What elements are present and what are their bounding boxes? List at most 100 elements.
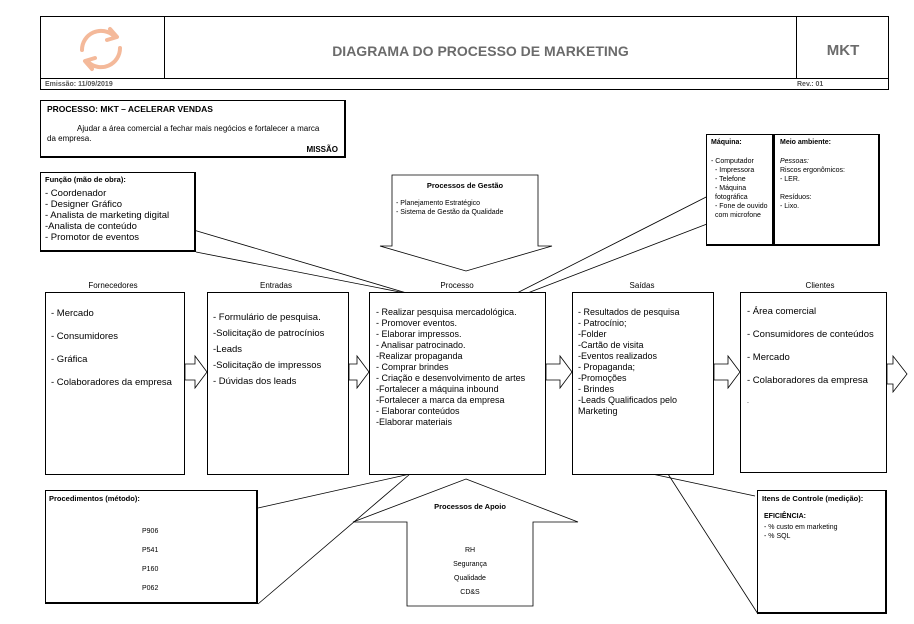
col-title-saidas: Saídas [629,281,655,290]
saidas-box: - Resultados de pesquisa - Patrocínio; -… [572,292,714,475]
fornecedores-box: - Mercado - Consumidores - Gráfica - Col… [45,292,185,475]
funcao-item: - Analista de marketing digital [45,210,170,221]
col-title-fornecedores: Fornecedores [88,281,138,290]
meio-lixo: - Lixo. [780,203,800,210]
entradas-item: -Solicitação de patrocínios [213,328,325,339]
controle-title: Itens de Controle (medição): [762,494,864,503]
fornecedores-item: - Gráfica [51,354,88,365]
arrow-entr-proc [348,354,370,390]
procedimentos-title: Procedimentos (método): [49,494,140,503]
mission-text: Ajudar a área comercial a fechar mais ne… [47,124,320,143]
col-title-clientes: Clientes [805,281,835,290]
clientes-item: - Mercado [747,352,790,363]
gestao-item: - Planejamento Estratégico [396,200,481,207]
arrow-forn-entr [184,354,208,390]
apoio-title: Processos de Apoio [434,502,506,511]
funcao-item: -Analista de conteúdo [45,221,137,232]
entradas-item: -Solicitação de impressos [213,360,322,371]
controle-item: - % custo em marketing [764,524,838,531]
fornecedores-item: - Mercado [51,308,94,319]
apoio-arrow-shape [352,478,579,607]
clientes-list: - Área comercial - Consumidores de conte… [747,306,874,407]
procedimento-item: P541 [142,547,159,554]
controle-box: Itens de Controle (medição): EFICIÊNCIA:… [757,490,887,614]
header-frame [40,16,889,79]
funcao-item: - Designer Gráfico [45,199,123,210]
meio-riscos: Riscos ergonômicos: [780,167,845,174]
revision: Rev.: 01 [797,81,824,88]
clientes-box: - Área comercial - Consumidores de conte… [740,292,887,473]
controle-item: - % SQL [764,533,791,540]
mission-label: MISSÃO [306,145,338,154]
col-title-entradas: Entradas [259,281,293,290]
apoio-item: Qualidade [454,575,486,582]
header-footer-line [40,79,889,90]
processo-item: - Elaborar impressos. [376,329,462,339]
maquina-item: - Fone de ouvido com microfone [715,203,768,219]
processo-item: - Analisar patrocinado. [376,340,466,350]
processo-item: - Promover eventos. [376,318,458,328]
logo-icon [70,20,132,78]
meio-title: Meio ambiente: [780,139,831,146]
saidas-item: -Eventos realizados [578,351,658,361]
procedimento-item: P062 [142,585,159,592]
mission-box: PROCESSO: MKT – ACELERAR VENDAS Ajudar a… [40,100,346,158]
clientes-item: . [747,398,749,405]
gestao-list: - Planejamento Estratégico - Sistema de … [396,199,503,217]
meio-ler: - LER. [780,176,800,183]
funcao-title: Função (mão de obra): [45,175,126,184]
funcao-item: - Promotor de eventos [45,232,139,243]
saidas-item: - Brindes [578,384,615,394]
maquina-item: - Telefone [715,176,746,183]
procedimento-item: P906 [142,528,159,535]
saidas-item: -Promoções [578,373,627,383]
apoio-item: RH [464,547,476,554]
saidas-list: - Resultados de pesquisa - Patrocínio; -… [578,307,680,417]
controle-subtitle: EFICIÊNCIA: [764,513,806,520]
fornecedores-item: - Colaboradores da empresa [51,377,172,388]
saidas-item: - Propaganda; [578,362,636,372]
entradas-item: - Formulário de pesquisa. [213,312,321,323]
entradas-item: -Leads [213,344,243,355]
clientes-item: - Colaboradores da empresa [747,375,868,386]
procedimento-item: P160 [142,566,159,573]
header-divider-left [164,16,165,79]
procedimentos-box: Procedimentos (método): P906 P541 P160 P… [45,490,258,604]
maquina-box: Máquina: - Computador - Impressora - Tel… [706,134,774,246]
saidas-item: Marketing [578,406,618,416]
arrow-cli-out [886,354,908,394]
gestao-item: - Sistema de Gestão da Qualidade [396,209,504,216]
maquina-title: Máquina: [711,139,742,146]
saidas-item: -Folder [578,329,607,339]
controle-list: - % custo em marketing - % SQL [764,523,838,541]
apoio-item: CD&S [460,589,480,596]
meio-ambiente-box: Meio ambiente: Pessoas: Riscos ergonômic… [774,134,880,246]
processo-item: -Realizar propaganda [376,351,463,361]
saidas-item: - Patrocínio; [578,318,627,328]
entradas-box: - Formulário de pesquisa. -Solicitação d… [207,292,349,475]
apoio-list: RH Segurança Qualidade CD&S [407,544,533,600]
funcao-box: Função (mão de obra): - Coordenador - De… [40,172,196,252]
processo-item: - Comprar brindes [376,362,449,372]
processo-item: -Fortalecer a marca da empresa [376,395,505,405]
funcao-list: - Coordenador - Designer Gráfico - Anali… [45,188,169,243]
fornecedores-list: - Mercado - Consumidores - Gráfica - Col… [51,308,172,388]
funcao-item: - Coordenador [45,188,107,199]
processo-item: - Elaborar conteúdos [376,406,460,416]
maquina-item: - Computador [711,158,754,165]
arrow-said-cli [713,354,741,390]
maquina-item: - Máquina fotográfica [715,185,748,201]
meio-body: Pessoas: Riscos ergonômicos: - LER. Resí… [780,157,878,211]
gestao-title: Processos de Gestão [426,181,504,190]
clientes-item: - Consumidores de conteúdos [747,329,874,340]
process-code: MKT [826,42,860,59]
processo-item: - Realizar pesquisa mercadológica. [376,307,517,317]
apoio-item: Segurança [453,561,487,568]
meio-residuos: Resíduos: [780,194,812,201]
processo-list: - Realizar pesquisa mercadológica. - Pro… [376,307,525,428]
col-title-processo: Processo [440,281,474,290]
mission-process-title: PROCESSO: MKT – ACELERAR VENDAS [47,104,213,114]
gestao-arrow-shape [379,174,553,272]
meio-pessoas: Pessoas: [780,158,809,165]
